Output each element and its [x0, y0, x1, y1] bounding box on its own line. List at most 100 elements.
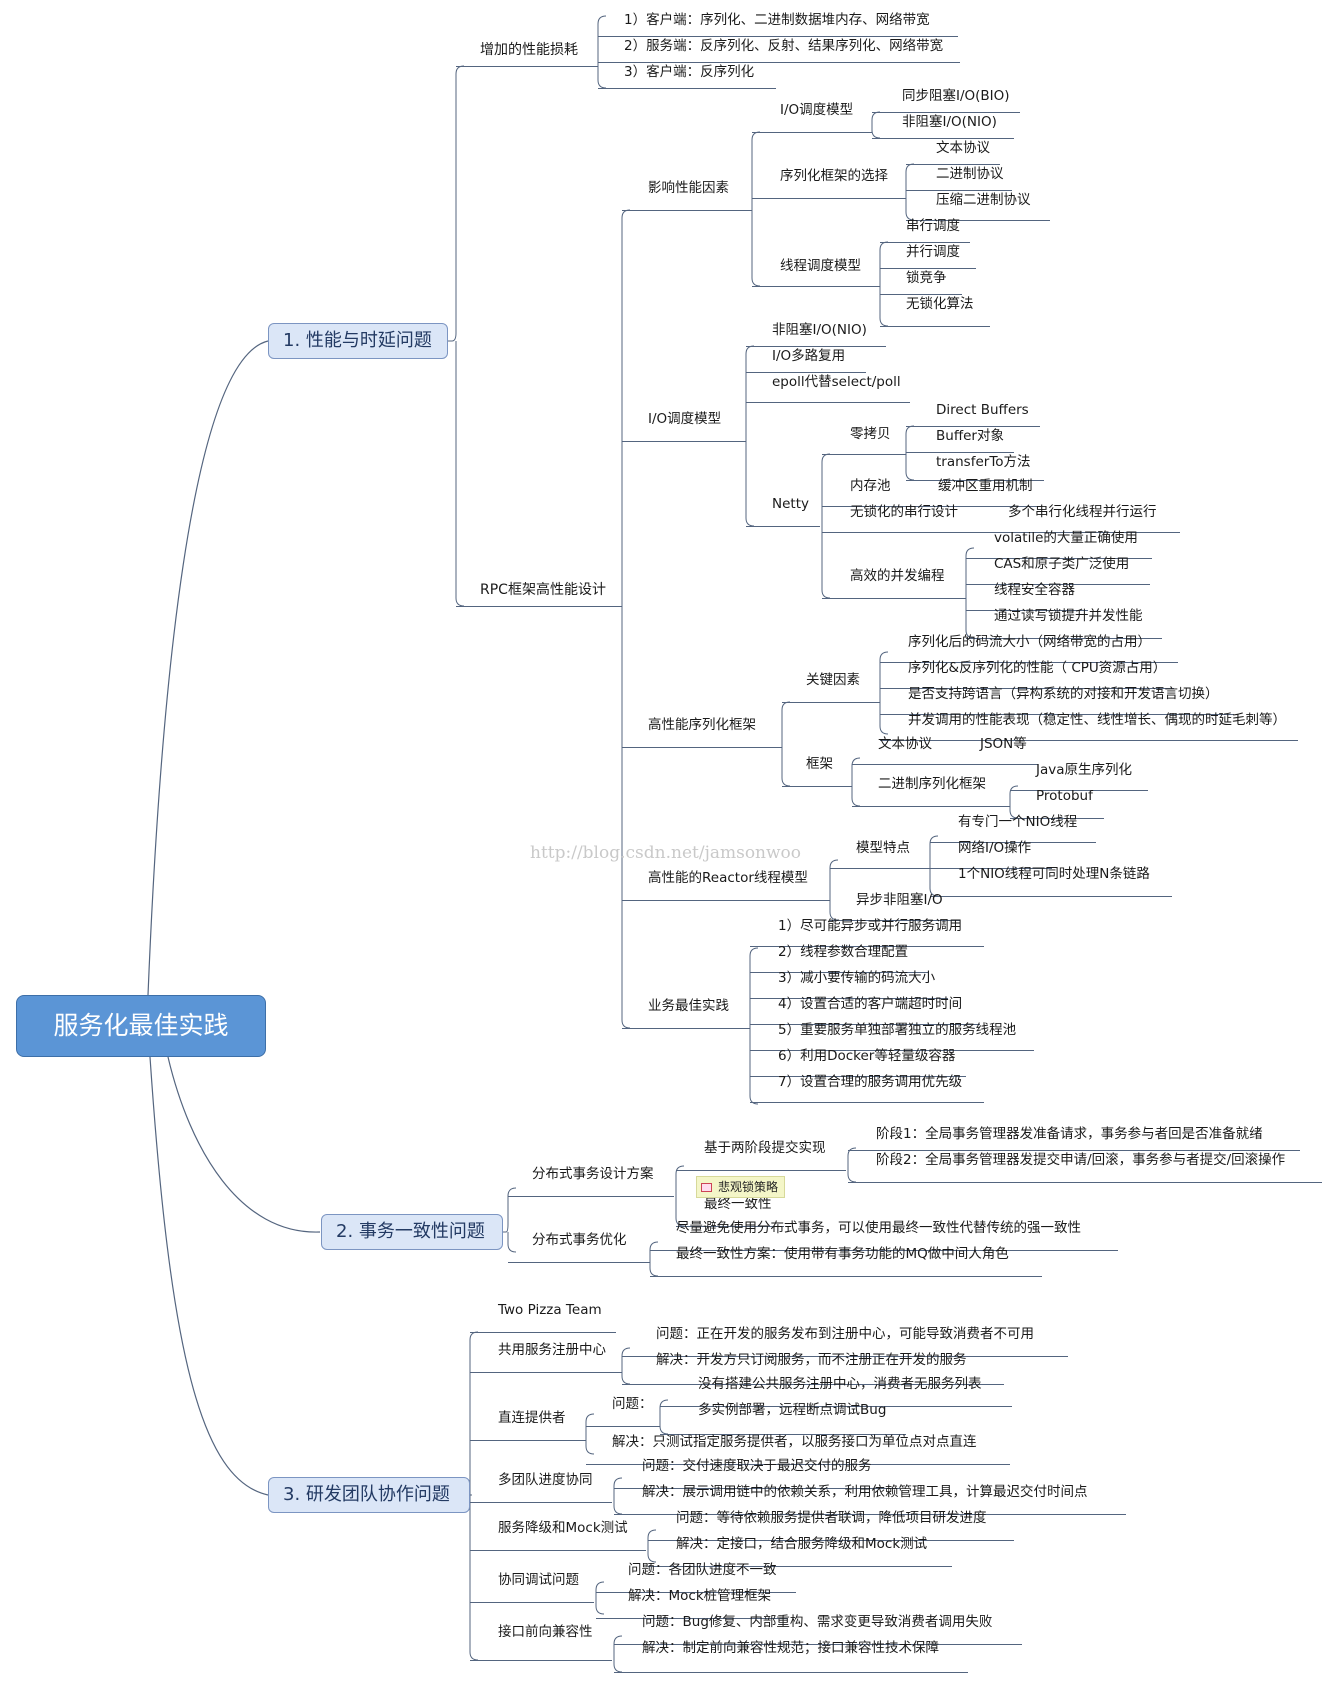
root-topic[interactable]: 服务化最佳实践 — [16, 995, 266, 1057]
async-nonblocking[interactable]: 异步非阻塞I/O — [856, 892, 943, 908]
tx-optimize[interactable]: 分布式事务优化 — [532, 1232, 627, 1248]
bracket — [649, 1241, 659, 1262]
lockfree-algo[interactable]: 无锁化算法 — [906, 296, 974, 312]
compat-problem[interactable]: 问题：Bug修复、内部重构、需求变更导致消费者调用失败 — [642, 1614, 993, 1630]
direct-solution[interactable]: 解决：只测试指定服务提供者，以服务接口为单位点对点直连 — [612, 1434, 977, 1450]
phase-2[interactable]: 阶段2：全局事务管理器发提交申请/回滚，事务参与者提交/回滚操作 — [876, 1152, 1286, 1168]
factor-thread[interactable]: 线程调度模型 — [780, 258, 861, 274]
perf-cost-2[interactable]: 2）服务端：反序列化、反射、结果序列化、网络带宽 — [624, 38, 944, 54]
branch-transaction[interactable]: 2. 事务一致性问题 — [321, 1214, 503, 1250]
compressed-proto[interactable]: 压缩二进制协议 — [936, 192, 1031, 208]
best-1[interactable]: 1）尽可能异步或并行服务调用 — [778, 918, 963, 934]
buffer-reuse[interactable]: 缓冲区重用机制 — [938, 478, 1033, 494]
serial-fw[interactable]: 高性能序列化框架 — [648, 717, 756, 733]
reactor[interactable]: 高性能的Reactor线程模型 — [648, 870, 808, 886]
dedicated-nio[interactable]: 有专门一个NIO线程 — [958, 814, 1078, 830]
volatile[interactable]: volatile的大量正确使用 — [994, 530, 1138, 546]
shared-registry[interactable]: 共用服务注册中心 — [498, 1342, 606, 1358]
two-pizza[interactable]: Two Pizza Team — [498, 1302, 602, 1318]
best-practice[interactable]: 业务最佳实践 — [648, 998, 729, 1014]
two-phase[interactable]: 基于两阶段提交实现 — [704, 1140, 826, 1156]
io-model[interactable]: I/O调度模型 — [648, 411, 722, 427]
rw-lock[interactable]: 通过读写锁提升并发性能 — [994, 608, 1143, 624]
tx-opt-2[interactable]: 最终一致性方案：使用带有事务功能的MQ做中间人角色 — [676, 1246, 1009, 1262]
co-debugging[interactable]: 协同调试问题 — [498, 1572, 579, 1588]
best-6[interactable]: 6）利用Docker等轻量级容器 — [778, 1048, 956, 1064]
factor-serial[interactable]: 序列化框架的选择 — [780, 168, 888, 184]
cas-atomic[interactable]: CAS和原子类广泛使用 — [994, 556, 1130, 572]
best-2[interactable]: 2）线程参数合理配置 — [778, 944, 909, 960]
best-7[interactable]: 7）设置合理的服务调用优先级 — [778, 1074, 963, 1090]
best-4[interactable]: 4）设置合适的客户端超时时间 — [778, 996, 963, 1012]
fw-json[interactable]: JSON等 — [980, 736, 1027, 752]
perf-cost-1[interactable]: 1）客户端：序列化、二进制数据堆内存、网络带宽 — [624, 12, 930, 28]
pessimistic-lock-tag[interactable]: 悲观锁策略 — [696, 1176, 786, 1198]
one-thread-n-links[interactable]: 1个NIO线程可同时处理N条链路 — [958, 866, 1150, 882]
mock-problem[interactable]: 问题：等待依赖服务提供者联调，降低项目研发进度 — [676, 1510, 987, 1526]
bracket — [647, 1529, 657, 1550]
thread-safe-containers[interactable]: 线程安全容器 — [994, 582, 1075, 598]
binary-proto[interactable]: 二进制协议 — [936, 166, 1004, 182]
multi-problem[interactable]: 问题：交付速度取决于最迟交付的服务 — [642, 1458, 872, 1474]
multi-serial-threads[interactable]: 多个串行化线程并行运行 — [1008, 504, 1157, 520]
fw-binary[interactable]: 二进制序列化框架 — [878, 776, 986, 792]
buffer-object[interactable]: Buffer对象 — [936, 428, 1004, 444]
debug-problem[interactable]: 问题：各团队进度不一致 — [628, 1562, 777, 1578]
io-multiplex[interactable]: I/O多路复用 — [772, 348, 846, 364]
zero-copy[interactable]: 零拷贝 — [850, 426, 891, 442]
bracket — [649, 1262, 659, 1277]
branch-performance[interactable]: 1. 性能与时延问题 — [268, 323, 448, 359]
concurrency[interactable]: 高效的并发编程 — [850, 568, 945, 584]
key-serial-perf[interactable]: 序列化&反序列化的性能（ CPU资源占用） — [908, 660, 1167, 676]
key-cross-lang[interactable]: 是否支持跨语言（异构系统的对接和开发语言切换） — [908, 686, 1219, 702]
direct-problem-2[interactable]: 多实例部署，远程断点调试Bug — [698, 1402, 887, 1418]
registry-problem[interactable]: 问题：正在开发的服务发布到注册中心，可能导致消费者不可用 — [656, 1326, 1034, 1342]
text-proto[interactable]: 文本协议 — [936, 140, 990, 156]
frameworks[interactable]: 框架 — [806, 756, 833, 772]
io-nio[interactable]: 非阻塞I/O(NIO) — [772, 322, 867, 338]
mock-solution[interactable]: 解决：定接口，结合服务降级和Mock测试 — [676, 1536, 928, 1552]
key-concurrency[interactable]: 并发调用的性能表现（稳定性、线性增长、偶现的时延毛刺等） — [908, 712, 1286, 728]
parallel-sched[interactable]: 并行调度 — [906, 244, 960, 260]
mem-pool[interactable]: 内存池 — [850, 478, 891, 494]
factors[interactable]: 影响性能因素 — [648, 180, 729, 196]
perf-cost-3[interactable]: 3）客户端：反序列化 — [624, 64, 755, 80]
best-5[interactable]: 5）重要服务单独部署独立的服务线程池 — [778, 1022, 1017, 1038]
protobuf[interactable]: Protobuf — [1036, 788, 1093, 804]
direct-buffers[interactable]: Direct Buffers — [936, 402, 1029, 418]
debug-solution[interactable]: 解决：Mock桩管理框架 — [628, 1588, 772, 1604]
network-io[interactable]: 网络I/O操作 — [958, 840, 1032, 856]
registry-solution[interactable]: 解决：开发方只订阅服务，而不注册正在开发的服务 — [656, 1352, 967, 1368]
lockfree-serial[interactable]: 无锁化的串行设计 — [850, 504, 958, 520]
direct-problem-1[interactable]: 没有搭建公共服务注册中心，消费者无服务列表 — [698, 1376, 982, 1392]
netty[interactable]: Netty — [772, 496, 809, 512]
forward-compat[interactable]: 接口前向兼容性 — [498, 1624, 593, 1640]
io-epoll[interactable]: epoll代替select/poll — [772, 374, 901, 390]
rpc-design[interactable]: RPC框架高性能设计 — [480, 582, 606, 598]
key-factors[interactable]: 关键因素 — [806, 672, 860, 688]
lock-contention[interactable]: 锁竞争 — [906, 270, 947, 286]
direct-problem[interactable]: 问题： — [612, 1396, 653, 1412]
multi-team[interactable]: 多团队进度协同 — [498, 1472, 593, 1488]
compat-solution[interactable]: 解决：制定前向兼容性规范；接口兼容性技术保障 — [642, 1640, 939, 1656]
fw-text[interactable]: 文本协议 — [878, 736, 932, 752]
model-features[interactable]: 模型特点 — [856, 840, 910, 856]
eventual-consistency[interactable]: 最终一致性 — [704, 1196, 772, 1212]
java-serial[interactable]: Java原生序列化 — [1036, 762, 1133, 778]
best-3[interactable]: 3）减小要传输的码流大小 — [778, 970, 936, 986]
key-stream-size[interactable]: 序列化后的码流大小（网络带宽的占用） — [908, 634, 1151, 650]
serial-sched[interactable]: 串行调度 — [906, 218, 960, 234]
nio[interactable]: 非阻塞I/O(NIO) — [902, 114, 997, 130]
watermark: http://blog.csdn.net/jamsonwoo — [530, 843, 802, 863]
multi-solution[interactable]: 解决：展示调用链中的依赖关系，利用依赖管理工具，计算最迟交付时间点 — [642, 1484, 1088, 1500]
perf-cost[interactable]: 增加的性能损耗 — [480, 42, 578, 58]
branch-team[interactable]: 3. 研发团队协作问题 — [268, 1477, 470, 1513]
bio[interactable]: 同步阻塞I/O(BIO) — [902, 88, 1010, 104]
mock-testing[interactable]: 服务降级和Mock测试 — [498, 1520, 628, 1536]
tx-design[interactable]: 分布式事务设计方案 — [532, 1166, 654, 1182]
factor-io[interactable]: I/O调度模型 — [780, 102, 854, 118]
direct-provider[interactable]: 直连提供者 — [498, 1410, 566, 1426]
phase-1[interactable]: 阶段1：全局事务管理器发准备请求，事务参与者回是否准备就绪 — [876, 1126, 1263, 1142]
tx-opt-1[interactable]: 尽量避免使用分布式事务，可以使用最终一致性代替传统的强一致性 — [676, 1220, 1081, 1236]
transferto[interactable]: transferTo方法 — [936, 454, 1031, 470]
